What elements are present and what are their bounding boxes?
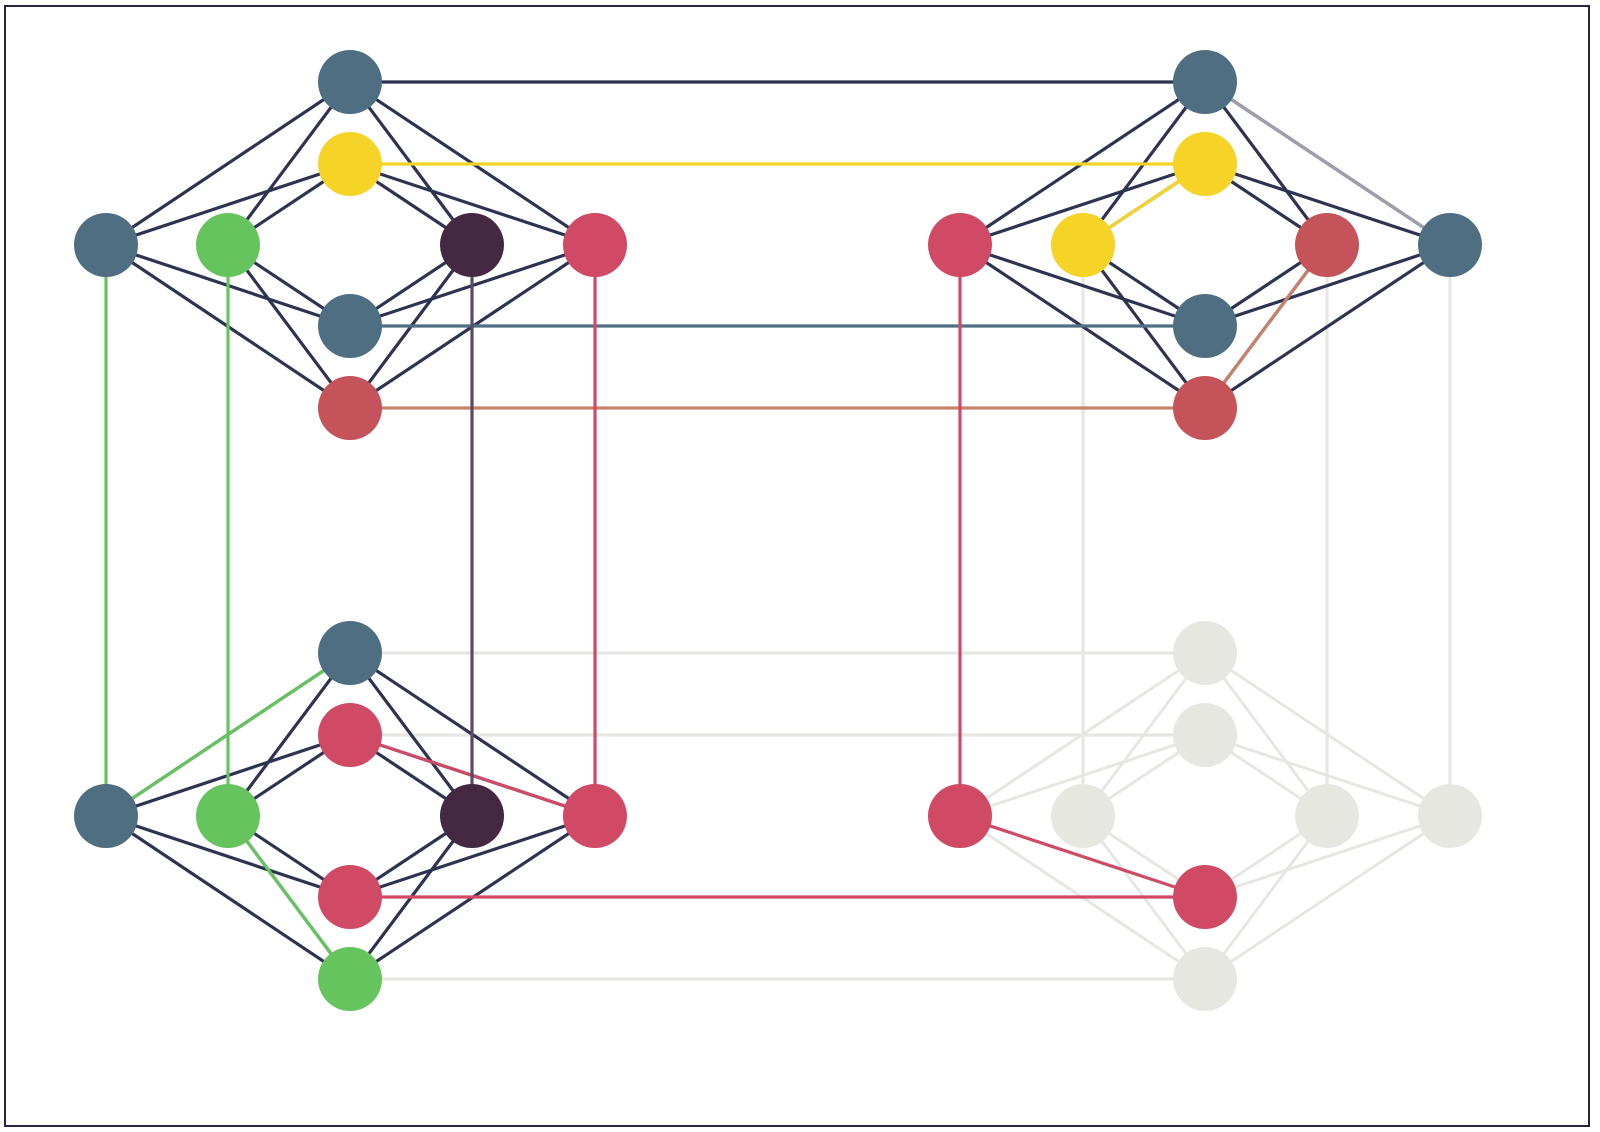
top-right-edge-second-right <box>1203 162 1452 247</box>
top-right-edge-second-left <box>958 162 1207 247</box>
node-tr-left <box>928 213 992 277</box>
top-right-edge-mid-left <box>958 243 1207 328</box>
node-tr-yellow2 <box>1051 213 1115 277</box>
node-tl-top <box>318 50 382 114</box>
top-right-edge-top-innerR <box>1203 80 1329 247</box>
node-tr-brick <box>1295 213 1359 277</box>
node-tr-yellow <box>1173 132 1237 196</box>
top-left-edge-top-left <box>104 80 352 247</box>
node-tr-right <box>1418 213 1482 277</box>
node-tl-green <box>196 213 260 277</box>
colored-edges-layer <box>104 80 1329 981</box>
node-br-inner-right <box>1295 784 1359 848</box>
bottom-left-edge-top-innerL <box>226 651 352 818</box>
node-bl-lower <box>318 865 382 929</box>
bottom-right-edge-bottom-innerR <box>1203 814 1329 981</box>
node-bl-right <box>563 784 627 848</box>
node-br-inner-left <box>1051 784 1115 848</box>
top-right-edge-bottom-right <box>1203 243 1452 410</box>
node-bl-bottom <box>318 947 382 1011</box>
top-left-edge-top-innerL <box>226 80 352 247</box>
node-br-bottom <box>1173 947 1237 1011</box>
nodes-layer <box>74 50 1482 1011</box>
top-right-pale-edge <box>1203 80 1452 247</box>
node-bl-green <box>196 784 260 848</box>
node-tl-bottom <box>318 376 382 440</box>
node-tr-top <box>1173 50 1237 114</box>
node-br-upper <box>1173 703 1237 767</box>
node-tl-yellow <box>318 132 382 196</box>
bottom-right-edge-top-innerR <box>1203 651 1329 818</box>
node-tr-mid <box>1173 294 1237 358</box>
node-bl-plum <box>440 784 504 848</box>
bottom-left-edge-mid-left <box>104 814 352 899</box>
node-br-right <box>1418 784 1482 848</box>
main-edges-layer <box>104 80 1452 981</box>
bottom-left-highlight-edge-innerL-bottom <box>226 814 352 981</box>
node-br-left <box>928 784 992 848</box>
bottom-left-edge-top-innerR <box>348 651 474 818</box>
node-br-lower <box>1173 865 1237 929</box>
node-tl-plum <box>440 213 504 277</box>
top-left-edge-second-right <box>348 162 597 247</box>
node-bl-left <box>74 784 138 848</box>
top-left-edge-second-left <box>104 162 352 247</box>
node-tr-bottom <box>1173 376 1237 440</box>
node-tl-mid <box>318 294 382 358</box>
node-bl-upper <box>318 703 382 767</box>
node-bl-top <box>318 621 382 685</box>
bottom-right-edge-bottom-right <box>1203 814 1452 981</box>
node-tl-left <box>74 213 138 277</box>
bottom-left-edge-bottom-left <box>104 814 352 981</box>
bottom-right-highlight-edge-left-mid <box>958 814 1207 899</box>
node-tl-right <box>563 213 627 277</box>
top-right-highlight-edge-innerR-bottom <box>1203 243 1329 410</box>
node-br-top <box>1173 621 1237 685</box>
bottom-right-edge-mid-right <box>1203 814 1452 899</box>
top-right-edge-mid-right <box>1203 243 1452 328</box>
bottom-left-edge-mid-right <box>348 814 597 899</box>
top-left-edge-bottom-innerL <box>226 243 352 410</box>
